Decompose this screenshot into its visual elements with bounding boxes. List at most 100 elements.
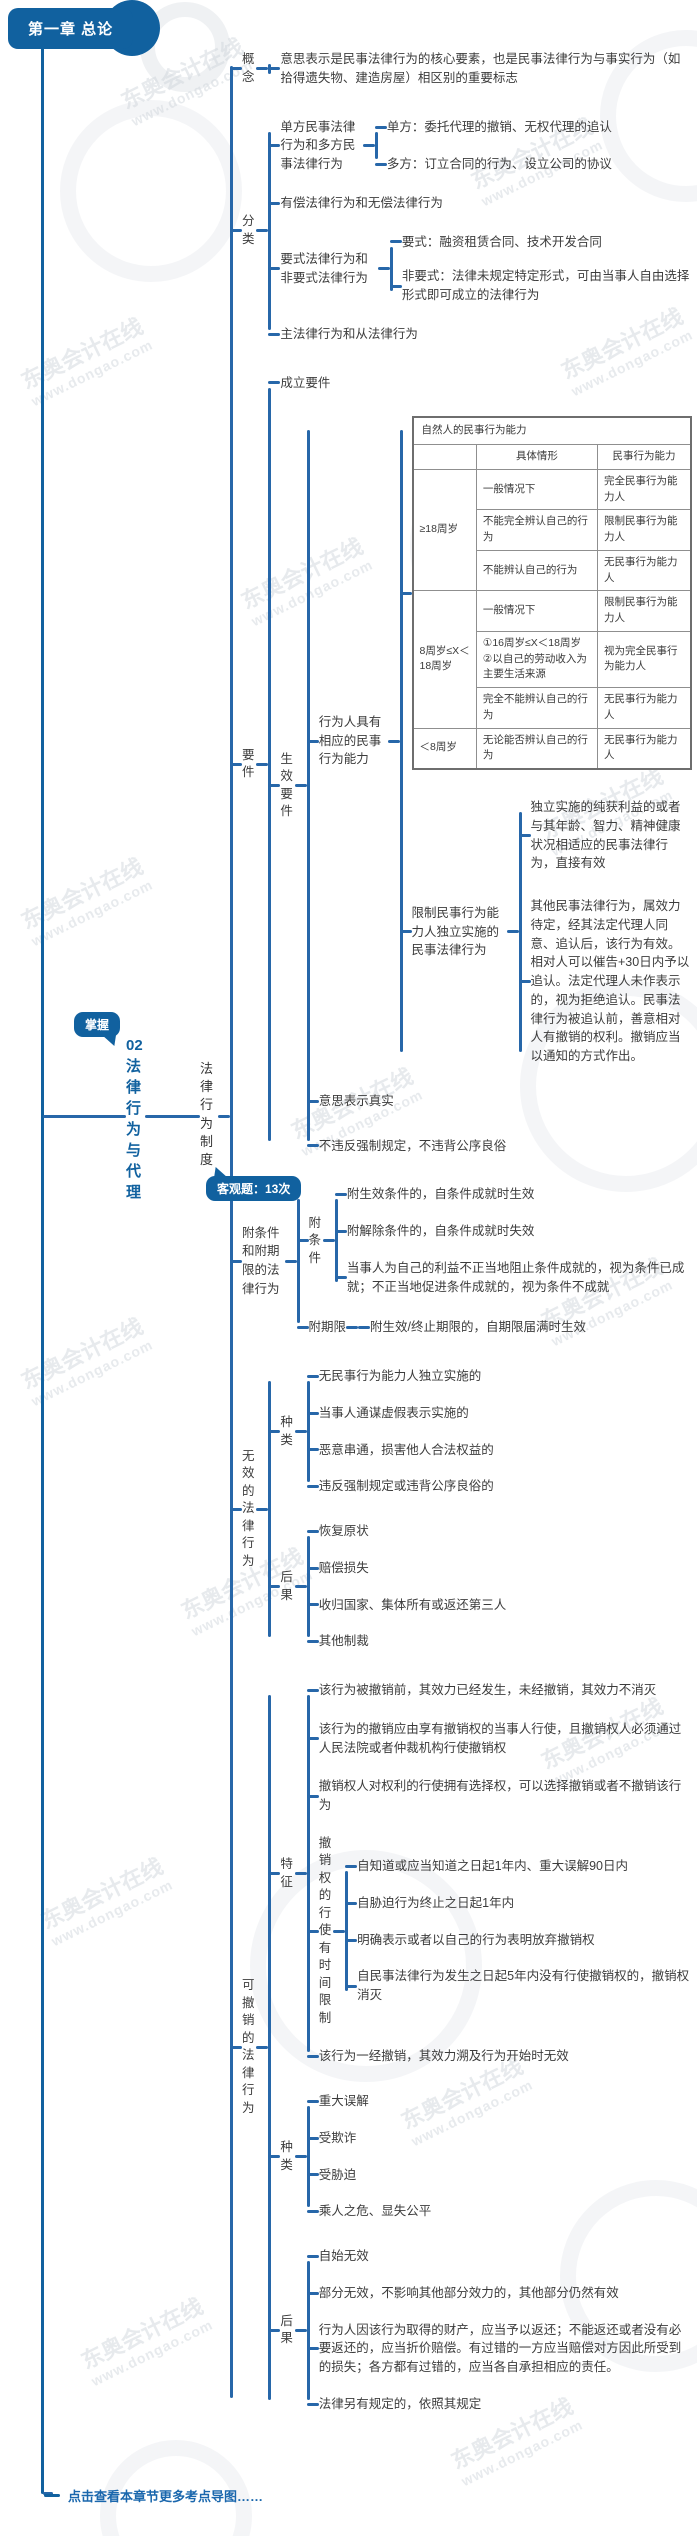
- watermark-url: www.dongao.com: [28, 876, 156, 950]
- tree-leaf: 该行为的撤销应由享有撤销权的当事人行使，且撤销权人必须通过人民法院或者仲裁机构行…: [306, 1720, 692, 1758]
- tree-branch: 附期限附生效/终止期限的，自期限届满时生效: [296, 1318, 693, 1337]
- connector: [294, 2155, 307, 2158]
- node-label: 后果: [280, 1570, 293, 1602]
- node-label: 意思表示是民事法律行为的核心要素，也是民事法律行为与事实行为（如拾得遗失物、建造…: [280, 52, 681, 85]
- node-label: 重大误解: [318, 2094, 369, 2108]
- node-label: 概念: [242, 52, 255, 84]
- tree-leaf: 受胁迫: [306, 2166, 692, 2185]
- node-label: 意思表示真实: [318, 1093, 394, 1108]
- node-label: 该行为一经撤销，其效力溯及行为开始时无效: [318, 2049, 569, 2064]
- connector-subtopic-tree: [218, 1115, 230, 1118]
- tree-branch: 可撤销的法律行为特征该行为被撤销前，其效力已经发生，未经撤销，其效力不消灭该行为…: [230, 1681, 692, 2414]
- footer-link[interactable]: 点击查看本章节更多考点导图……: [44, 2486, 263, 2505]
- tree-branch: 特征该行为被撤销前，其效力已经发生，未经撤销，其效力不消灭该行为的撤销应由享有撤…: [268, 1681, 692, 2066]
- tree-branch: 种类重大误解受欺诈受胁迫乘人之危、显失公平: [268, 2092, 692, 2221]
- tree-leaf: 自始无效: [306, 2247, 692, 2266]
- tree-branch: 要件成立要件生效要件行为人具有相应的民事行为能力自然人的民事行为能力具体情形民事…: [230, 374, 692, 1156]
- tree-leaf: 主法律行为和从法律行为: [268, 325, 692, 344]
- branch-children: 恢复原状赔偿损失收归国家、集体所有或返还第三人其他制裁: [306, 1522, 692, 1651]
- node-label: 单方：委托代理的撤销、无权代理的追认: [386, 119, 612, 134]
- table-cell: 无民事行为能力人: [596, 549, 692, 592]
- tree-leaf: 当事人通谋虚假表示实施的: [306, 1404, 692, 1423]
- capacity-table: 自然人的民事行为能力具体情形民事行为能力≥18周岁一般情况下完全民事行为能力人不…: [399, 416, 692, 770]
- connector: [294, 1430, 307, 1433]
- connector: [256, 1507, 269, 1511]
- tree-branch: 要式法律行为和非要式法律行为要式：融资租赁合同、技术开发合同非要式：法律未规定特…: [268, 233, 692, 305]
- branch-children: 意思表示是民事法律行为的核心要素，也是民事法律行为与事实行为（如拾得遗失物、建造…: [268, 50, 692, 88]
- node-label: 非要式：法律未规定特定形式，可由当事人自由选择形式即可成立的法律行为: [401, 269, 690, 302]
- tree-branch: 概念意思表示是民事法律行为的核心要素，也是民事法律行为与事实行为（如拾得遗失物、…: [230, 50, 692, 88]
- connector: [333, 1929, 346, 1933]
- node-label: 乘人之危、显失公平: [318, 2204, 432, 2219]
- node-label: 行为人具有相应的民事行为能力: [318, 714, 382, 767]
- tree-leaf: 自知道或应当知道之日起1年内、重大误解90日内: [345, 1857, 692, 1876]
- connector: [294, 2328, 307, 2332]
- mindmap-tree: 概念意思表示是民事法律行为的核心要素，也是民事法律行为与事实行为（如拾得遗失物、…: [230, 50, 692, 2414]
- node-label: 限制民事行为能力人独立实施的民事法律行为: [411, 905, 500, 958]
- connector: [294, 1585, 307, 1588]
- tree-branch: 单方民事法律行为和多方民事法律行为单方：委托代理的撤销、无权代理的追认多方：订立…: [268, 118, 692, 174]
- tree-branch: 无效的法律行为种类无民事行为能力人独立实施的当事人通谋虚假表示实施的恶意串通，损…: [230, 1367, 692, 1651]
- node-label: 分类: [242, 214, 255, 246]
- footer-dash-icon: [44, 2494, 60, 2497]
- tree-leaf: 无民事行为能力人独立实施的: [306, 1367, 692, 1386]
- table-cell: 完全民事行为能力人: [596, 468, 692, 511]
- node-label: 种类: [280, 1415, 293, 1447]
- watermark-brand: 东奥会计在线: [17, 853, 147, 934]
- tree-leaf: 自胁迫行为终止之日起1年内: [345, 1894, 692, 1913]
- mastery-tag-label: 掌握: [85, 1018, 110, 1032]
- branch-children: 行为人具有相应的民事行为能力自然人的民事行为能力具体情形民事行为能力≥18周岁一…: [306, 416, 692, 1156]
- node-label: 当事人为自己的利益不正当地阻止条件成就的，视为条件已成就；不正当地促进条件成就的…: [346, 1260, 685, 1294]
- node-label: 当事人通谋虚假表示实施的: [318, 1405, 469, 1420]
- node-label: 其他制裁: [318, 1634, 369, 1649]
- branch-children: 自然人的民事行为能力具体情形民事行为能力≥18周岁一般情况下完全民事行为能力人不…: [399, 416, 692, 1066]
- node-label: 部分无效，不影响其他部分效力的，其他部分仍然有效: [318, 2285, 619, 2300]
- tree-leaf: 附生效/终止期限的，自期限届满时生效: [358, 1318, 692, 1337]
- table-header: 民事行为能力: [596, 444, 692, 470]
- tree-branch: 种类无民事行为能力人独立实施的当事人通谋虚假表示实施的恶意串通，损害他人合法权益…: [268, 1367, 692, 1496]
- tree-leaf: 自民事法律行为发生之日起5年内没有行使撤销权的，撤销权消灭: [345, 1967, 692, 2005]
- node-label: 附解除条件的，自条件成就时失效: [346, 1224, 535, 1238]
- node-label: 附条件: [308, 1215, 322, 1265]
- tree-leaf: 乘人之危、显失公平: [306, 2202, 692, 2221]
- branch-children: 自知道或应当知道之日起1年内、重大误解90日内自胁迫行为终止之日起1年内明确表示…: [345, 1857, 692, 2005]
- node-label: 法律另有规定的，依照其规定: [318, 2396, 482, 2411]
- node-label: 撤销权的行使有时间限制: [318, 1835, 332, 2025]
- footer-label: 点击查看本章节更多考点导图……: [68, 2489, 264, 2504]
- tree-branch: 附条件和附期限的法律行为附条件附生效条件的，自条件成就时生效附解除条件的，自条件…: [230, 1185, 693, 1337]
- connector: [387, 739, 400, 743]
- tree-leaf: 多方：订立合同的行为、设立公司的协议: [374, 155, 692, 174]
- tree-leaf: 重大误解: [306, 2092, 692, 2111]
- node-label: 自始无效: [318, 2249, 369, 2263]
- tree-leaf: 单方：委托代理的撤销、无权代理的追认: [374, 118, 692, 137]
- branch-children: 特征该行为被撤销前，其效力已经发生，未经撤销，其效力不消灭该行为的撤销应由享有撤…: [268, 1681, 692, 2414]
- node-label: 生效要件: [280, 751, 293, 819]
- node-label: 后果: [280, 2313, 293, 2346]
- watermark-url: www.dongao.com: [48, 1876, 176, 1950]
- node-label: 赔偿损失: [318, 1560, 369, 1575]
- chapter-node[interactable]: 第一章 总论: [8, 8, 134, 49]
- tree-leaf: 撤销权人对权利的行使拥有选择权，可以选择撤销或者不撤销该行为: [306, 1777, 692, 1815]
- table-cell: 完全不能辨认自己的行为: [475, 687, 598, 729]
- tree-leaf: 部分无效，不影响其他部分效力的，其他部分仍然有效: [306, 2284, 692, 2303]
- table-age-cell: ＜8周岁: [412, 727, 477, 770]
- node-label: 自知道或应当知道之日起1年内、重大误解90日内: [357, 1859, 628, 1874]
- tree-branch: 分类 单方民事法律行为和多方民事法律行为单方：委托代理的撤销、无权代理的追认多方：…: [230, 118, 692, 344]
- tree-leaf: 违反强制规定或违背公序良俗的: [306, 1477, 692, 1496]
- watermark-brand: 东奥会计在线: [17, 313, 147, 394]
- tree-leaf: 不违反强制规定，不违背公序良俗: [306, 1137, 692, 1156]
- tree-leaf: 明确表示或者以自己的行为表明放弃撤销权: [345, 1931, 692, 1950]
- node-label: 行为人因该行为取得的财产，应当予以返还；不能返还或者没有必要返还的，应当折价赔偿…: [318, 2322, 682, 2375]
- table-cell: 无民事行为能力人: [596, 687, 692, 729]
- subtopic-node: 法律行为制度: [200, 1060, 215, 1169]
- table-age-cell: ≥18周岁: [412, 468, 477, 592]
- tree-leaf: 其他制裁: [306, 1632, 692, 1651]
- tree-branch: 撤销权的行使有时间限制自知道或应当知道之日起1年内、重大误解90日内自胁迫行为终…: [306, 1835, 692, 2028]
- tree-leaf: 附生效条件的，自条件成就时生效: [334, 1185, 692, 1204]
- node-label: 独立实施的纯获利益的或者与其年龄、智力、精神健康状况相适应的民事法律行为，直接有…: [530, 800, 681, 871]
- tree-leaf: 有偿法律行为和无偿法律行为: [268, 194, 692, 213]
- branch-children: 附生效条件的，自条件成就时生效附解除条件的，自条件成就时失效当事人为自己的利益不…: [334, 1185, 692, 1296]
- connector: [256, 762, 269, 766]
